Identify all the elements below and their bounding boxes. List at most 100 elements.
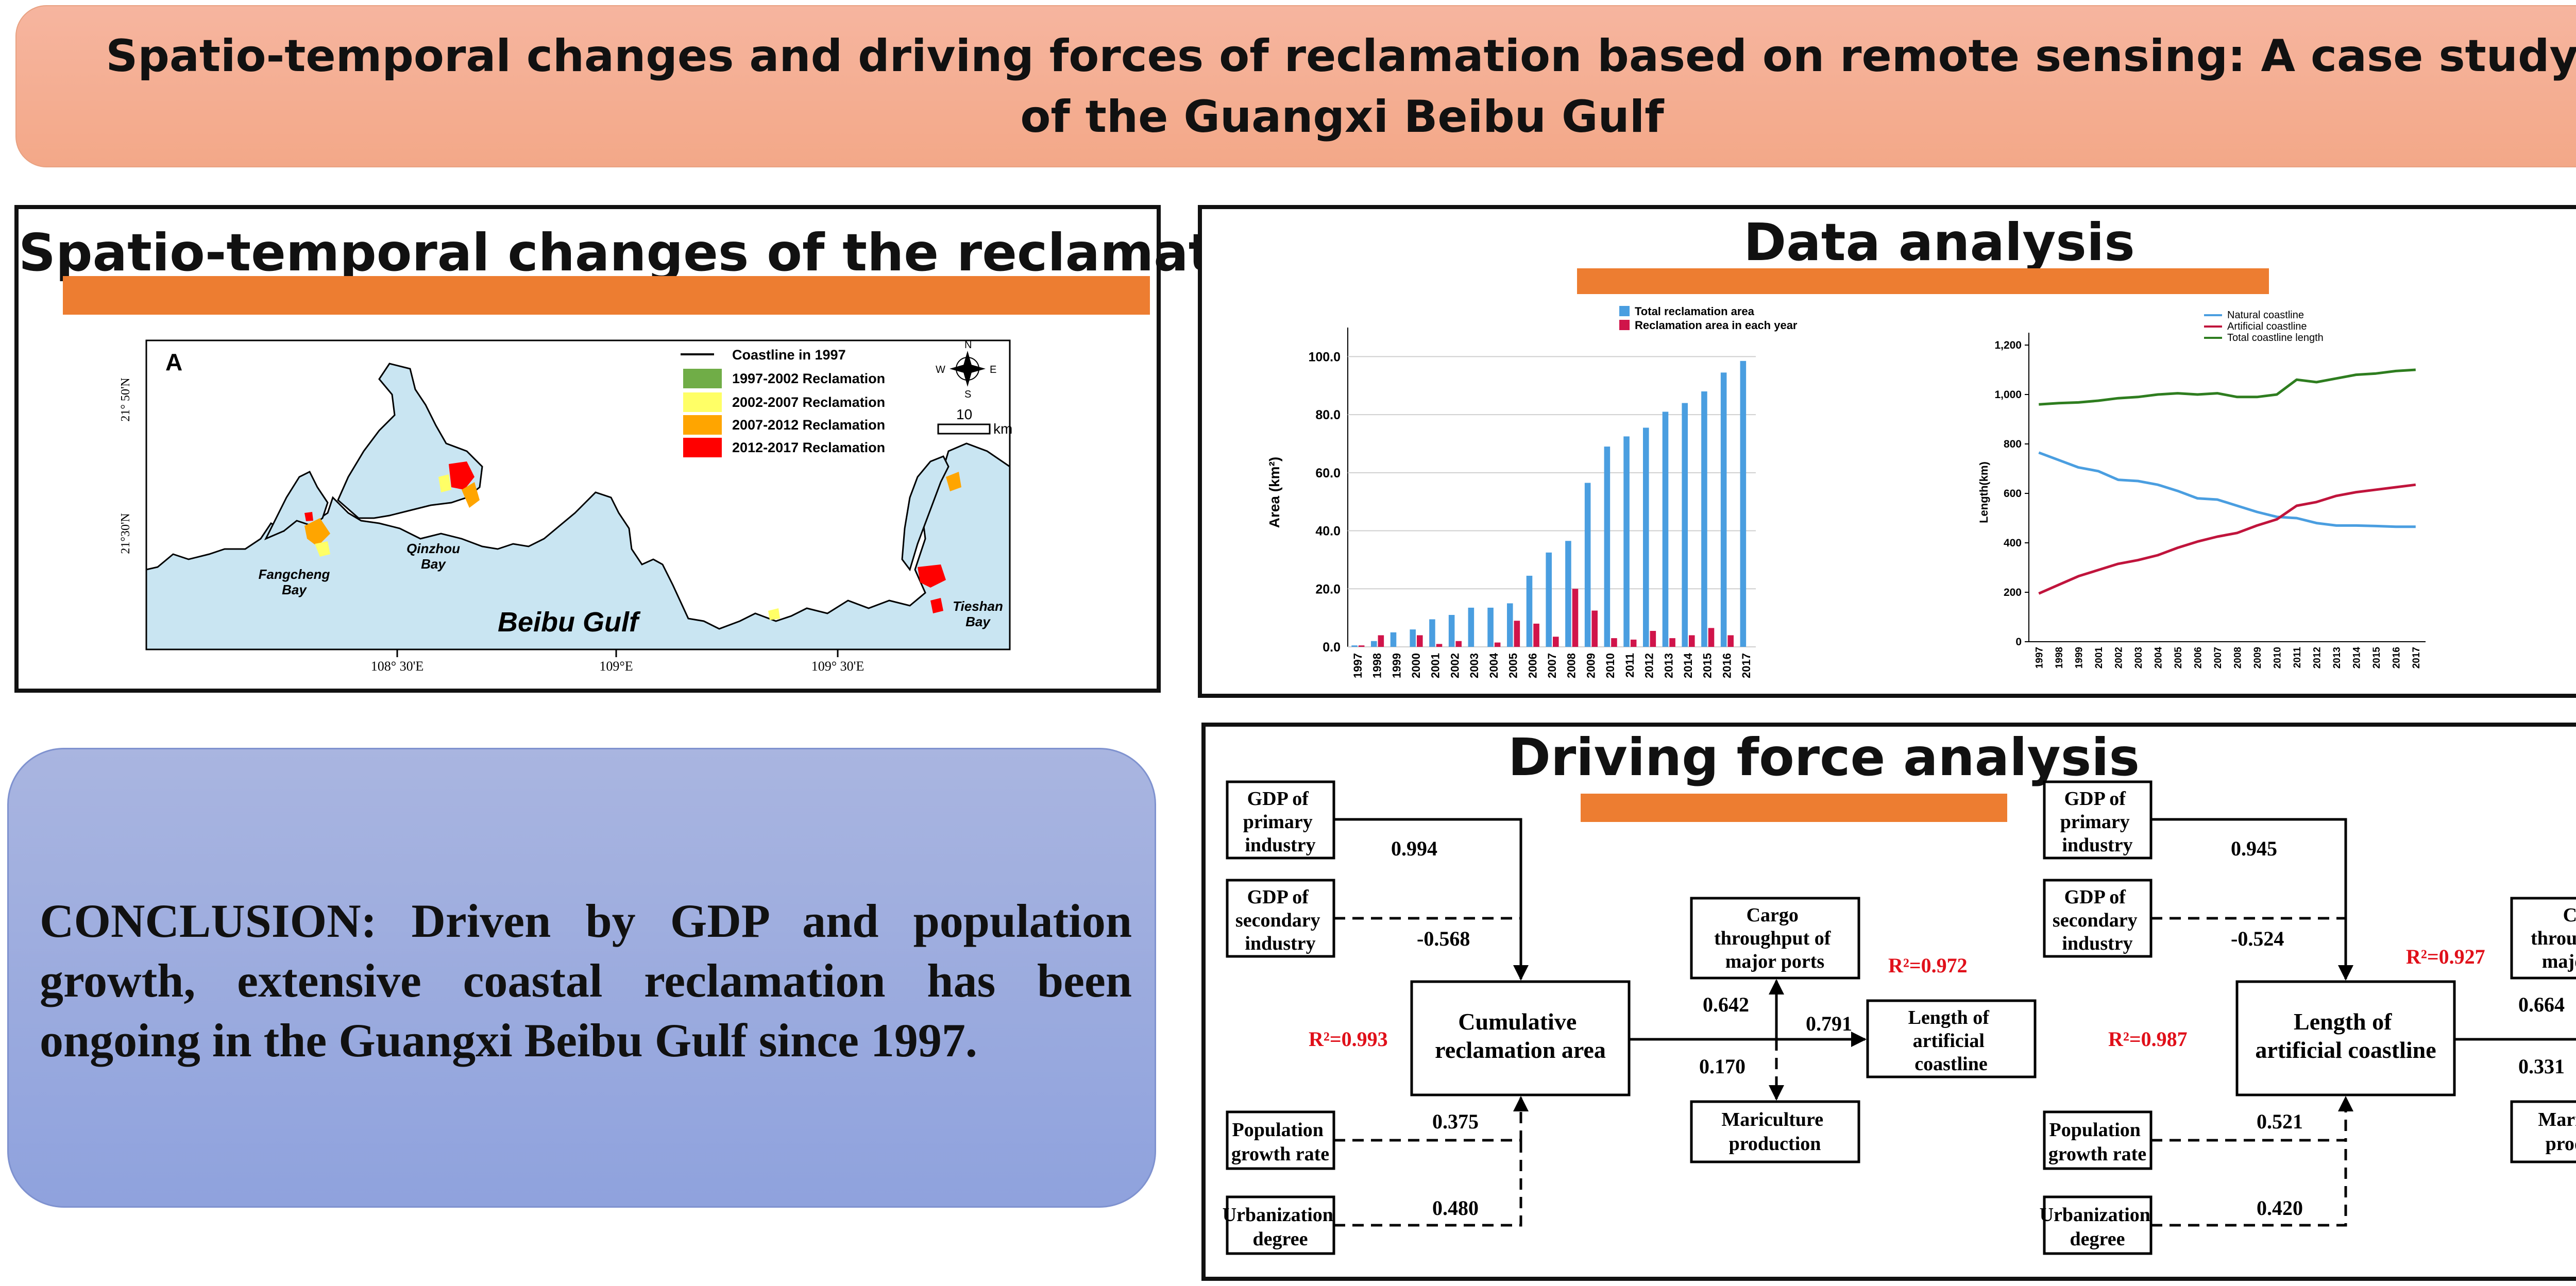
line-legend-label: Total coastline length (2227, 332, 2324, 344)
r2-label: R²=0.927 (2406, 945, 2485, 968)
line-y-label: Length(km) (1977, 461, 1990, 523)
bar-x-tick: 2017 (1740, 653, 1753, 678)
node-label: major ports (2542, 951, 2576, 972)
bar-legend-swatch (1619, 320, 1630, 330)
line-x-tick: 1998 (2054, 647, 2065, 668)
svg-text:Mariculture production: Mariculture production (2538, 1109, 2576, 1155)
svg-text:Cumulative reclamation: Cumulative reclamation area (1435, 1008, 1606, 1063)
path-diagram: GDP of primary industry GDP of secondary… (1223, 780, 2576, 1255)
bar-yearly (1572, 589, 1579, 647)
line-series (2038, 483, 2416, 595)
svg-text:Cargo throughput of: Cargo throughput of major ports (1714, 904, 1836, 972)
line-x-tick: 1997 (2034, 647, 2045, 668)
place-beibu-gulf: Beibu Gulf (498, 607, 641, 638)
node-label: production (2546, 1133, 2576, 1155)
bar-x-tick: 1998 (1371, 653, 1384, 678)
lat-label: 21°30'N (119, 513, 132, 554)
reclamation-patch (930, 598, 943, 613)
bar-y-tick: 40.0 (1315, 524, 1341, 539)
node-label: Urbanization (1223, 1204, 1333, 1226)
legend-swatch (683, 415, 722, 435)
coef-label: 0.521 (2257, 1110, 2303, 1133)
legend-label: Coastline in 1997 (732, 347, 846, 363)
line-x-tick: 2009 (2252, 647, 2263, 668)
bar-x-tick: 2005 (1507, 653, 1520, 678)
bar-yearly (1455, 641, 1462, 647)
bar-total (1682, 403, 1688, 647)
node-label: secondary (1235, 910, 1320, 931)
bar-yearly (1669, 638, 1675, 647)
bar-legend-label: Reclamation area in each year (1635, 319, 1798, 332)
compass-n: N (964, 339, 972, 351)
svg-text:GDP of primary: GDP of primary industry (1243, 788, 1318, 856)
node-population-left (1226, 1110, 1335, 1170)
line-x-tick: 2014 (2351, 647, 2362, 669)
bar-total (1506, 603, 1513, 647)
node-label: primary (2060, 811, 2130, 833)
bar-yearly (1689, 635, 1695, 647)
reclamation-patch (449, 461, 474, 490)
conclusion-text: CONCLUSION: Driven by GDP and population… (40, 895, 1132, 1067)
bar-x-tick: 2006 (1526, 653, 1539, 678)
bar-x-tick: 2007 (1546, 653, 1558, 678)
bar-yearly (1514, 621, 1520, 647)
reclamation-map: A Coastline in 1997 1997-2002 Reclamatio… (119, 339, 1012, 674)
bar-x-tick: 2000 (1410, 653, 1422, 678)
node-label: Cumulative (1458, 1008, 1577, 1035)
driving-panel-heading: Driving force analysis (1507, 727, 2140, 787)
line-series (2039, 368, 2416, 406)
bar-yearly (1591, 610, 1598, 647)
coef-label: 0.642 (1703, 993, 1749, 1016)
node-label: industry (2062, 834, 2132, 856)
bar-total (1546, 552, 1552, 647)
coef-label: -0.568 (1417, 927, 1470, 950)
bar-x-tick: 2004 (1487, 653, 1500, 678)
line-y-tick: 600 (2004, 488, 2022, 500)
bar-x-tick: 2003 (1468, 653, 1481, 678)
bar-x-tick: 2002 (1448, 653, 1461, 678)
bar-yearly (1708, 628, 1715, 647)
node-population-right (2043, 1110, 2153, 1170)
svg-text:GDP of secondary: GDP of secondary industry (2053, 886, 2142, 954)
node-label: Cargo (2563, 904, 2576, 926)
bar-total (1410, 629, 1416, 647)
node-gdp-secondary-left (1226, 879, 1335, 958)
bar-total (1662, 411, 1669, 647)
node-gdp-primary-right (2043, 780, 2153, 860)
node-label: industry (1245, 933, 1315, 954)
bar-yearly (1611, 638, 1617, 647)
node-label: artificial coastline (2255, 1037, 2436, 1063)
compass-icon (950, 351, 986, 387)
reclamation-patch (768, 608, 780, 620)
svg-text:Length of artificial: Length of artificial coastline (1908, 1007, 1994, 1075)
bar-x-tick: 2009 (1584, 653, 1597, 678)
scale-unit: km (993, 421, 1012, 437)
line-x-tick: 2002 (2113, 647, 2124, 668)
legend-swatch (683, 392, 722, 412)
line-x-tick: 2005 (2173, 647, 2184, 669)
bar-total (1526, 575, 1533, 647)
bar-total (1370, 641, 1377, 647)
coef-label: 0.170 (1699, 1055, 1745, 1078)
line-y-tick: 200 (2004, 587, 2022, 598)
scale-value: 10 (956, 406, 972, 422)
bar-legend-label: Total reclamation area (1635, 305, 1755, 318)
bar-y-tick: 100.0 (1308, 350, 1341, 364)
legend-label: 2007-2012 Reclamation (732, 417, 885, 433)
line-x-tick: 2011 (2292, 647, 2303, 668)
map-panel-heading: Spatio-temporal changes of the reclamati… (19, 222, 1303, 283)
node-label: artificial (1913, 1030, 1985, 1052)
bar-total (1487, 607, 1494, 647)
line-x-tick: 2008 (2232, 647, 2243, 668)
r2-label: R²=0.993 (1309, 1027, 1388, 1051)
compass-e: E (990, 364, 996, 375)
node-label: Length of (2294, 1008, 2392, 1035)
line-y-tick: 1,200 (1994, 339, 2022, 351)
node-label: production (1729, 1133, 1821, 1155)
node-center-right (2235, 980, 2456, 1096)
node-label: coastline (1914, 1053, 1987, 1075)
bar-legend-swatch (1619, 306, 1630, 316)
